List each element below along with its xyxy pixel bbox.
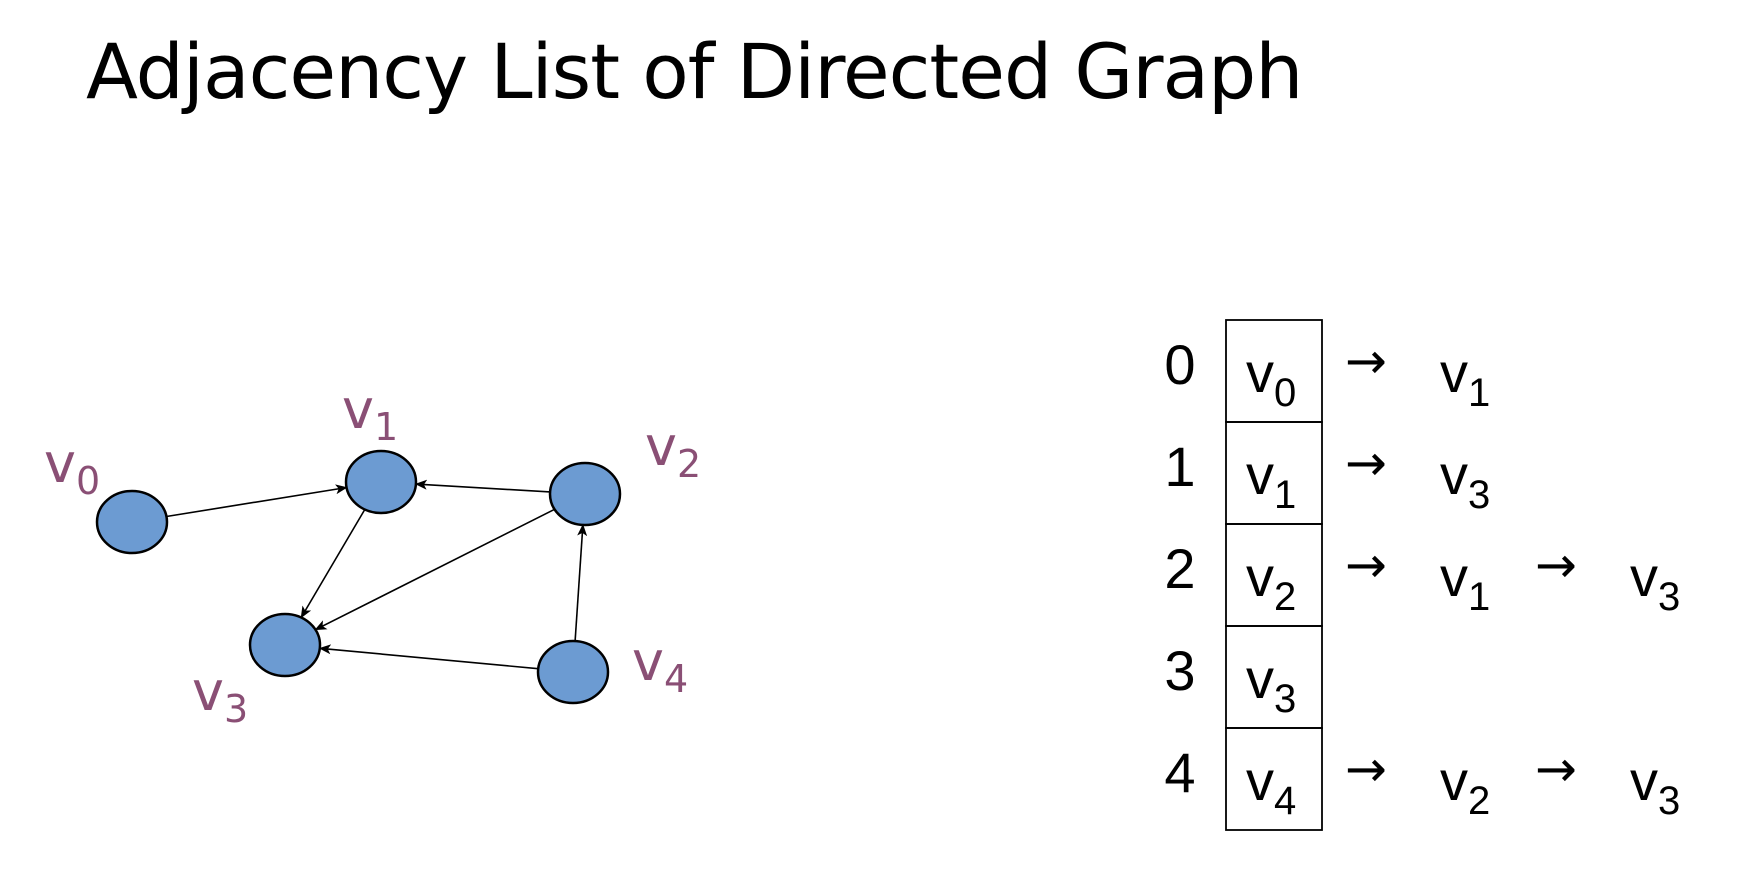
list-arrow: →	[1535, 740, 1577, 798]
edge-v4-to-v2	[574, 523, 588, 642]
vertex-label-v4: v4	[632, 630, 688, 701]
list-arrow: →	[1345, 536, 1387, 594]
edge-v2-to-v1	[414, 479, 551, 493]
vertex-v0	[95, 489, 169, 555]
list-index-2: 2	[1164, 537, 1195, 600]
edge-v4-to-v3	[318, 644, 539, 670]
vertex-v1	[344, 449, 418, 515]
list-index-0: 0	[1164, 333, 1195, 396]
list-neighbor-1-0: v3	[1440, 443, 1490, 517]
list-vertex-3: v3	[1246, 647, 1296, 721]
graph-vertex-labels: v0 v1 v2 v3 v4	[44, 378, 701, 731]
adjacency-list: 0 v0 → v1 1 v1 → v3 2 v2 → v1 → v3 3 v3 4 v4 → v2 → v3	[1164, 319, 1680, 831]
edge-v2-to-v3	[314, 508, 555, 631]
list-vertex-0: v0	[1246, 341, 1296, 415]
graph-vertices	[95, 449, 622, 705]
edge-v0-to-v1	[166, 484, 348, 518]
list-arrow: →	[1345, 434, 1387, 492]
list-arrow: →	[1535, 536, 1577, 594]
vertex-label-v1: v1	[342, 378, 398, 449]
vertex-label-v0: v0	[44, 432, 100, 503]
slide-title: Adjacency List of Directed Graph	[86, 27, 1303, 116]
vertex-label-v2: v2	[645, 415, 701, 486]
list-neighbor-4-0: v2	[1440, 749, 1490, 823]
vertex-v2	[548, 461, 622, 527]
list-neighbor-4-1: v3	[1630, 749, 1680, 823]
vertex-v3	[248, 612, 322, 678]
list-neighbor-0-0: v1	[1440, 341, 1490, 415]
list-vertex-2: v2	[1246, 545, 1296, 619]
list-vertex-1: v1	[1246, 443, 1296, 517]
list-vertex-4: v4	[1246, 749, 1296, 823]
list-cell-4	[1225, 727, 1323, 831]
list-index-4: 4	[1164, 741, 1195, 804]
vertex-label-v3: v3	[192, 660, 248, 731]
list-neighbor-2-0: v1	[1440, 545, 1490, 619]
list-index-1: 1	[1164, 435, 1195, 498]
graph-edges	[166, 479, 588, 670]
list-index-3: 3	[1164, 639, 1195, 702]
list-neighbor-2-1: v3	[1630, 545, 1680, 619]
vertex-v4	[536, 639, 610, 705]
list-arrow: →	[1345, 740, 1387, 798]
edge-v1-to-v3	[300, 509, 366, 619]
list-arrow: →	[1345, 332, 1387, 390]
